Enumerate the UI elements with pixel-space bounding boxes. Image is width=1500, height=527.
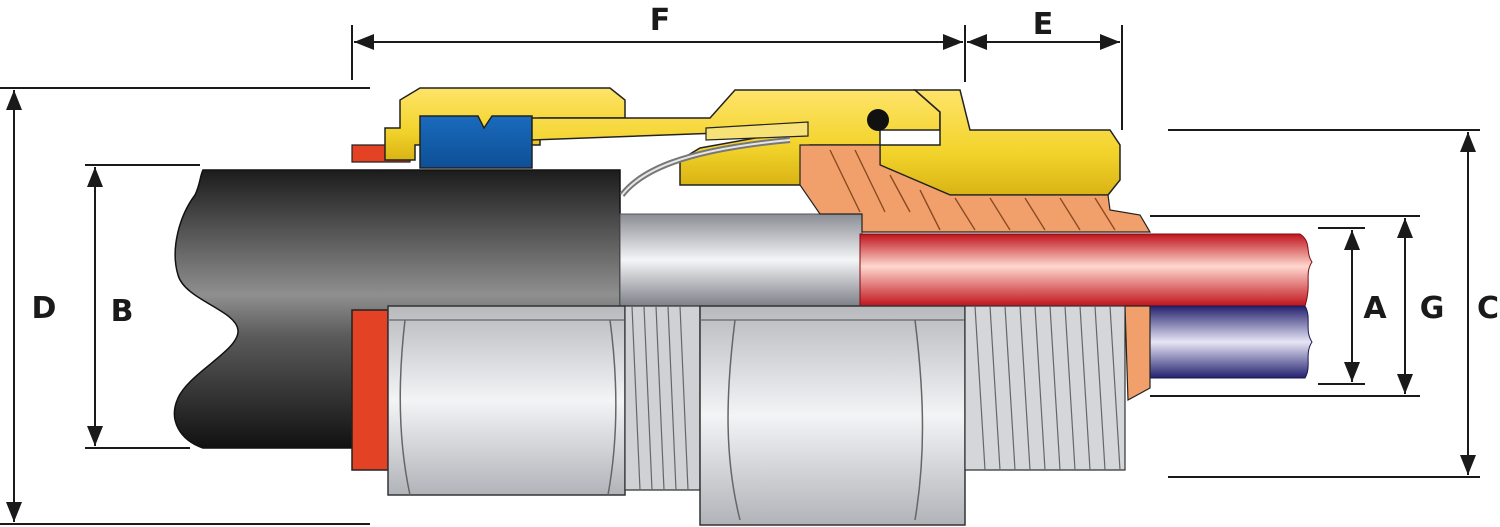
entry-thread [964,305,1126,471]
dim-label-f: F [650,3,671,38]
inner-sheath [619,213,863,307]
inner-cone-lower [1124,305,1151,401]
rear-nut-hex [387,305,626,496]
core-red [859,233,1313,307]
inner-cone [799,144,1152,233]
gland-upper [351,87,1152,401]
dim-label-c: C [1477,291,1499,326]
dim-label-e: E [1033,7,1054,42]
dim-label-b: B [111,294,134,329]
dim-label-g: G [1420,291,1445,326]
dimension-lines [0,25,1480,525]
blue-seal [419,115,533,169]
cone-hatching [829,149,1116,231]
clamp-ring [705,121,809,141]
red-seal [351,309,389,471]
dim-label-a: A [1363,291,1387,326]
middle-hex [699,305,966,526]
dim-label-d: D [32,291,57,326]
o-ring [867,109,889,131]
gland-lower [351,305,1126,526]
core-blue [1139,305,1313,379]
